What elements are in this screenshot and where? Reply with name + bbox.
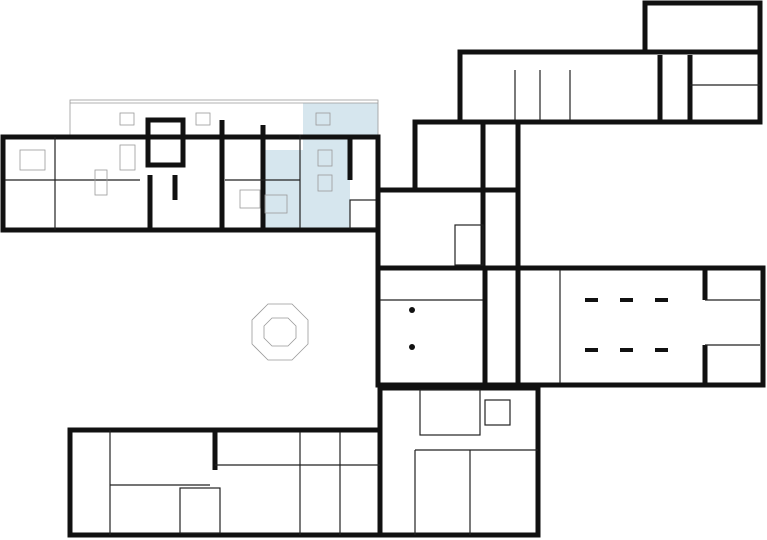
- central-block: [375, 119, 521, 388]
- north-east-building: [457, 0, 763, 125]
- east-hall: [515, 265, 766, 388]
- furniture: [19, 112, 333, 214]
- west-wing: [0, 117, 381, 233]
- highlighted-apartment: [265, 103, 378, 228]
- south-wing: [67, 385, 541, 538]
- octagon-pavilion: [251, 303, 309, 361]
